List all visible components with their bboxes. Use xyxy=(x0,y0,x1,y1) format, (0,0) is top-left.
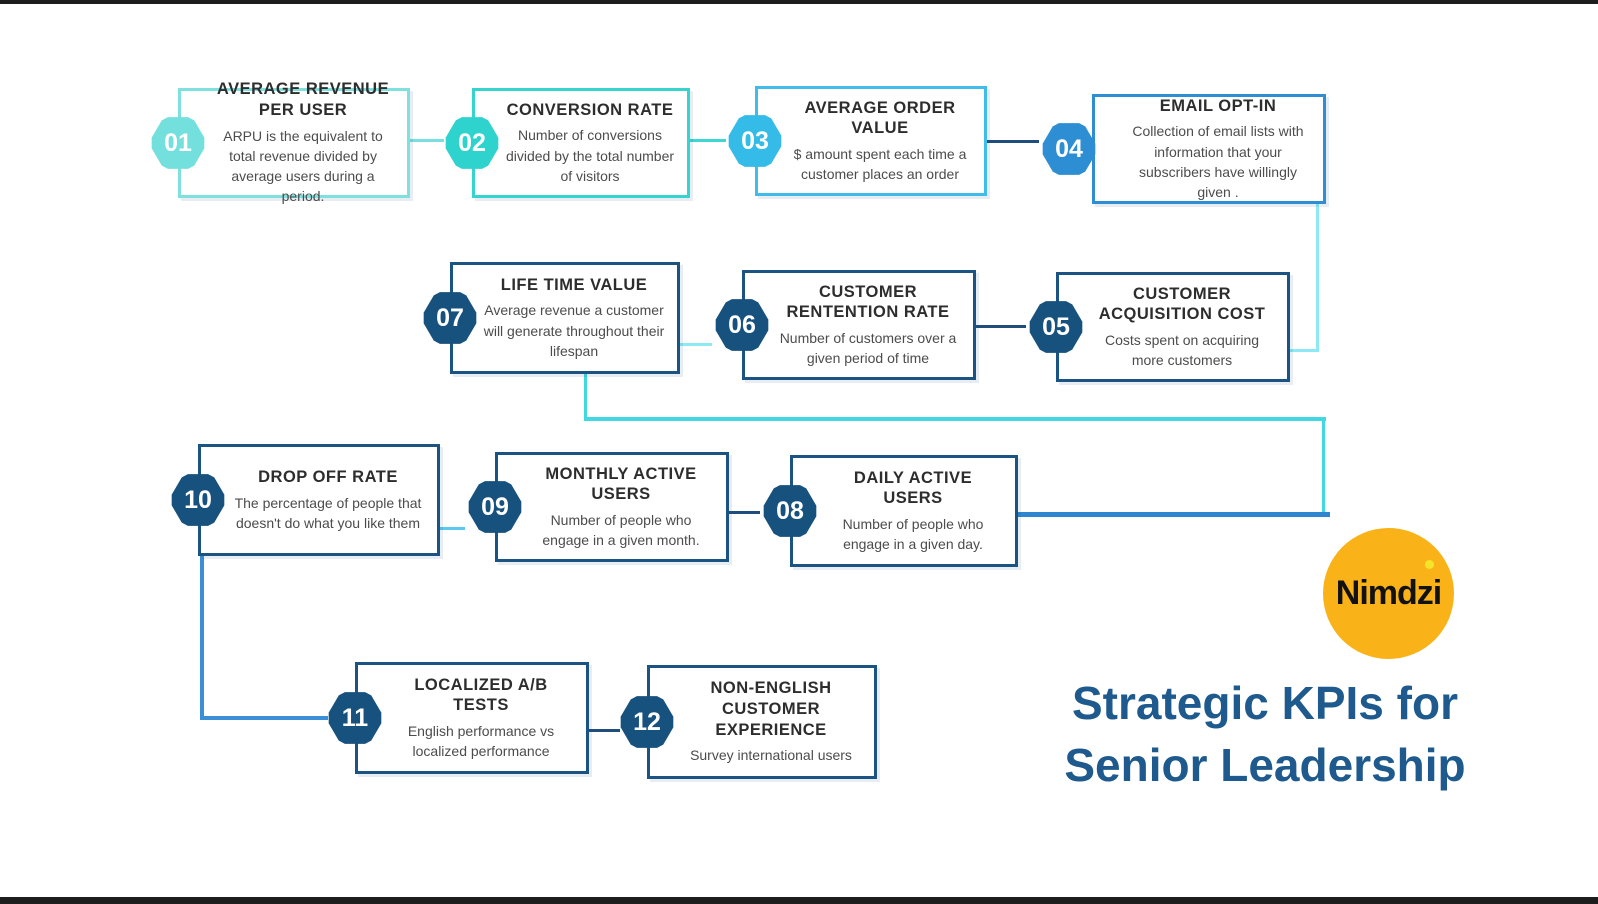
poster-title-line2: Senior Leadership xyxy=(1064,739,1466,792)
connector-08-right-thick xyxy=(1018,512,1330,517)
kpi-description: $ amount spent each time a customer plac… xyxy=(793,145,967,183)
kpi-number-badge: 07 xyxy=(423,292,477,344)
kpi-number: 07 xyxy=(436,303,464,332)
kpi-card-drop-off-rate: 10 DROP OFF RATE The percentage of peopl… xyxy=(171,444,440,556)
connector-01-02 xyxy=(410,139,444,142)
connector-09-08 xyxy=(729,511,760,514)
kpi-card-monthly-active-users: 09 MONTHLY ACTIVE USERS Number of people… xyxy=(468,452,729,562)
kpi-number: 06 xyxy=(728,310,756,339)
kpi-description: English performance vs localized perform… xyxy=(407,722,555,760)
kpi-description: Number of people who engage in a given m… xyxy=(542,511,700,549)
kpi-card-average-revenue-per-user: 01 AVERAGE REVENUE PER USER ARPU is the … xyxy=(151,80,410,204)
connector-10-11-vertical xyxy=(200,554,204,720)
kpi-title: MONTHLY ACTIVE USERS xyxy=(545,464,697,504)
nimdzi-logo-text: Nimdzi xyxy=(1335,574,1442,612)
kpi-card-average-order-value: 03 AVERAGE ORDER VALUE $ amount spent ea… xyxy=(728,86,987,196)
bottom-black-bar xyxy=(0,897,1598,904)
kpi-number: 12 xyxy=(633,707,661,736)
kpi-number: 11 xyxy=(341,703,369,732)
kpi-number-badge: 03 xyxy=(728,115,782,167)
connector-04-05-vertical xyxy=(1316,204,1319,352)
connector-10-11-horizontal xyxy=(200,716,328,720)
kpi-card-customer-acquisition-cost: 05 CUSTOMER ACQUISITION COST Costs spent… xyxy=(1029,272,1290,382)
connector-10-09 xyxy=(440,527,465,530)
kpi-title: CUSTOMER ACQUISITION COST xyxy=(1098,284,1266,324)
kpi-title: DROP OFF RATE xyxy=(258,467,398,486)
kpi-number-badge: 02 xyxy=(445,117,499,169)
kpi-number-badge: 04 xyxy=(1042,123,1096,175)
nimdzi-logo: Nimdzi xyxy=(1323,528,1454,659)
kpi-number-badge: 05 xyxy=(1029,301,1083,353)
kpi-description: Number of people who engage in a given d… xyxy=(842,515,984,553)
kpi-number-badge: 10 xyxy=(171,474,225,526)
kpi-description: Number of customers over a given period … xyxy=(779,329,957,367)
kpi-number: 05 xyxy=(1042,312,1070,341)
kpi-number-badge: 01 xyxy=(151,117,205,169)
connector-02-03 xyxy=(690,139,726,142)
kpi-description: Number of conversions divided by the tot… xyxy=(505,127,675,184)
kpi-number: 01 xyxy=(164,128,192,157)
kpi-number: 04 xyxy=(1055,134,1083,163)
kpi-title: CONVERSION RATE xyxy=(506,100,674,119)
kpi-card-email-opt-in: 04 EMAIL OPT-IN Collection of email list… xyxy=(1042,94,1326,204)
kpi-card-daily-active-users: 08 DAILY ACTIVE USERS Number of people w… xyxy=(763,455,1018,567)
kpi-card-customer-retention-rate: 06 CUSTOMER RENTENTION RATE Number of cu… xyxy=(715,270,976,380)
kpi-title: EMAIL OPT-IN xyxy=(1159,96,1277,115)
kpi-description: Collection of email lists with informati… xyxy=(1132,123,1304,201)
top-black-bar xyxy=(0,0,1598,4)
connector-07-across xyxy=(584,417,1326,421)
connector-07-06 xyxy=(680,343,712,346)
kpi-description: The percentage of people that doesn't do… xyxy=(234,494,422,531)
poster-title-line1: Strategic KPIs for xyxy=(1072,677,1458,729)
kpi-title: LOCALIZED A/B TESTS xyxy=(414,675,548,715)
kpi-number-badge: 06 xyxy=(715,299,769,351)
kpi-number: 03 xyxy=(741,126,769,155)
kpi-title: NON-ENGLISH CUSTOMER EXPERIENCE xyxy=(710,679,832,739)
kpi-number: 10 xyxy=(184,485,212,514)
kpi-description: ARPU is the equivalent to total revenue … xyxy=(223,127,383,205)
connector-07-down xyxy=(584,374,587,419)
connector-11-12 xyxy=(589,729,620,732)
kpi-description: Survey international users xyxy=(690,747,852,764)
kpi-description: Average revenue a customer will generate… xyxy=(483,302,665,359)
poster-title: Strategic KPIs for Senior Leadership xyxy=(1010,672,1520,796)
connector-06-05 xyxy=(976,325,1026,328)
kpi-card-localized-ab-tests: 11 LOCALIZED A/B TESTS English performan… xyxy=(328,662,589,774)
kpi-description: Costs spent on acquiring more customers xyxy=(1104,331,1260,369)
kpi-title: LIFE TIME VALUE xyxy=(500,275,648,294)
kpi-title: CUSTOMER RENTENTION RATE xyxy=(786,282,950,322)
kpi-number: 08 xyxy=(776,496,804,525)
kpi-title: DAILY ACTIVE USERS xyxy=(853,468,973,508)
kpi-card-non-english-customer-experience: 12 NON-ENGLISH CUSTOMER EXPERIENCE Surve… xyxy=(620,665,877,779)
connector-03-04 xyxy=(987,140,1039,143)
kpi-title: AVERAGE REVENUE PER USER xyxy=(216,80,390,119)
kpi-number-badge: 09 xyxy=(468,481,522,533)
kpi-title: AVERAGE ORDER VALUE xyxy=(804,98,956,138)
connector-04-05-horizontal xyxy=(1290,349,1319,352)
kpi-number-badge: 12 xyxy=(620,696,674,748)
kpi-number: 02 xyxy=(458,128,486,157)
nimdzi-logo-i-dot xyxy=(1425,560,1434,569)
kpi-number-badge: 08 xyxy=(763,485,817,537)
kpi-number: 09 xyxy=(481,492,509,521)
kpi-card-life-time-value: 07 LIFE TIME VALUE Average revenue a cus… xyxy=(423,262,680,374)
connector-07-down-right xyxy=(1322,419,1325,514)
kpi-number-badge: 11 xyxy=(328,692,382,744)
kpi-card-conversion-rate: 02 CONVERSION RATE Number of conversions… xyxy=(445,88,690,198)
